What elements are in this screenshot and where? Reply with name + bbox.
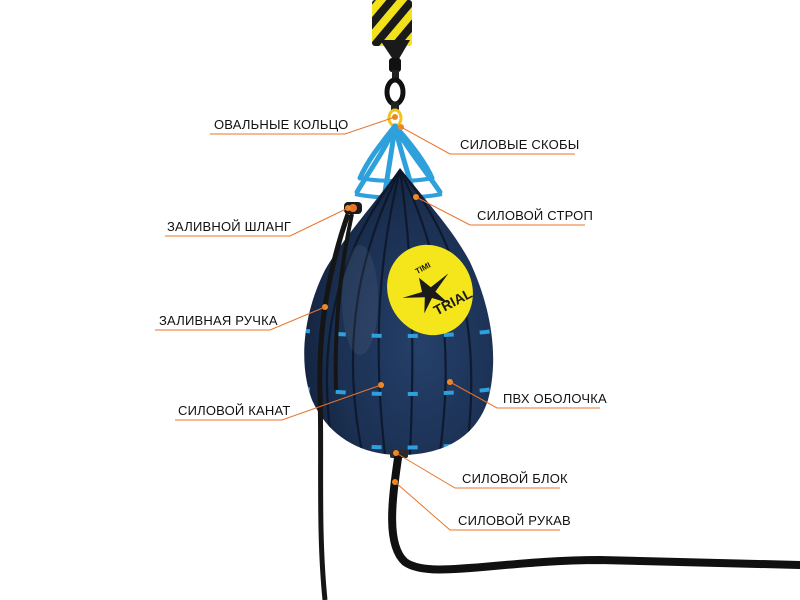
label-power-block: СИЛОВОЙ БЛОК xyxy=(462,471,568,486)
label-oval-ring: ОВАЛЬНЫЕ КОЛЬЦО xyxy=(214,117,349,132)
label-power-sleeve: СИЛОВОЙ РУКАВ xyxy=(458,513,571,528)
label-power-sling: СИЛОВОЙ СТРОП xyxy=(477,208,594,223)
hanging-strap xyxy=(372,0,412,64)
swivel-hook xyxy=(384,58,406,110)
power-sleeve-hose xyxy=(388,454,800,574)
leader-lines xyxy=(155,114,600,531)
suspension-straps xyxy=(354,123,443,195)
label-fill-hose: ЗАЛИВНОЙ ШЛАНГ xyxy=(167,219,292,234)
label-fill-handle: ЗАЛИВНАЯ РУЧКА xyxy=(159,313,278,328)
fill-hose xyxy=(317,202,362,600)
brand-logo: TIMI TRIAL xyxy=(387,244,475,336)
label-pvc-shell: ПВХ ОБОЛОЧКА xyxy=(503,391,607,406)
label-power-rope: СИЛОВОЙ КАНАТ xyxy=(178,403,291,418)
label-power-shackles: СИЛОВЫЕ СКОБЫ xyxy=(460,137,580,152)
